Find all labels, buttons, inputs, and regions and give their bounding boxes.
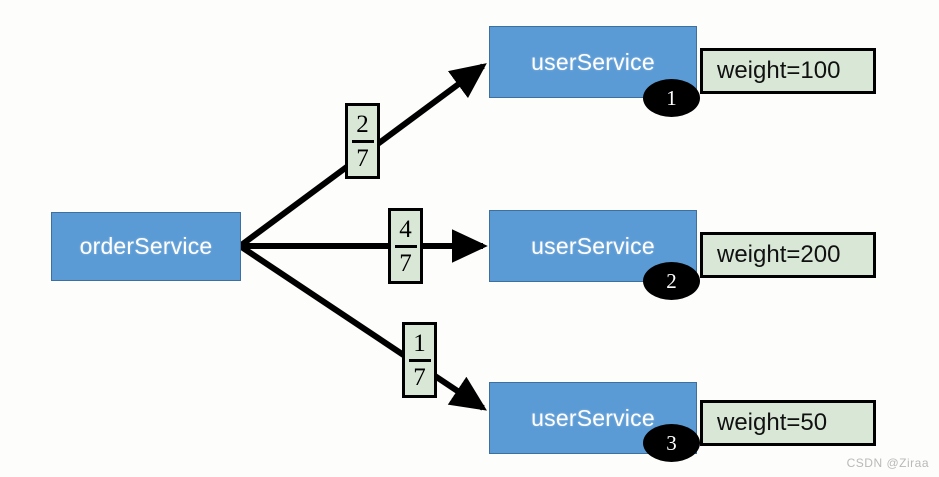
weight-label-user-service-2-text: weight=200 (717, 241, 841, 268)
fraction-1-denominator: 7 (356, 144, 369, 172)
badge-user-service-3-label: 3 (666, 430, 677, 455)
fraction-2-numerator: 4 (399, 215, 412, 243)
fraction-1-numerator: 2 (356, 110, 369, 138)
fraction-3-bar (408, 358, 431, 362)
fraction-label-edge-3: 1 7 (402, 322, 437, 398)
node-user-service-3-label: userService (531, 404, 655, 431)
badge-user-service-1: 1 (643, 79, 700, 117)
weight-label-user-service-1: weight=100 (700, 48, 876, 94)
fraction-3-numerator: 1 (413, 329, 426, 357)
node-order-service[interactable]: orderService (51, 212, 241, 281)
fraction-3-denominator: 7 (413, 363, 426, 391)
edge-to-userservice-3 (238, 243, 487, 411)
fraction-2-denominator: 7 (399, 249, 412, 277)
node-user-service-1-label: userService (531, 48, 655, 75)
weight-label-user-service-3-text: weight=50 (717, 409, 828, 436)
node-user-service-2-label: userService (531, 232, 655, 259)
watermark: CSDN @Ziraa (846, 456, 929, 470)
badge-user-service-2-label: 2 (666, 268, 677, 293)
fraction-label-edge-2: 4 7 (388, 208, 423, 284)
fraction-2-bar (394, 244, 417, 248)
badge-user-service-1-label: 1 (666, 85, 677, 110)
badge-user-service-2: 2 (643, 262, 700, 300)
weight-label-user-service-3: weight=50 (700, 400, 876, 446)
fraction-label-edge-1: 2 7 (345, 103, 380, 179)
badge-user-service-3: 3 (643, 424, 700, 462)
fraction-1-bar (351, 139, 374, 143)
node-order-service-label: orderService (79, 233, 213, 259)
weight-label-user-service-1-text: weight=100 (717, 57, 841, 84)
weight-label-user-service-2: weight=200 (700, 232, 876, 278)
